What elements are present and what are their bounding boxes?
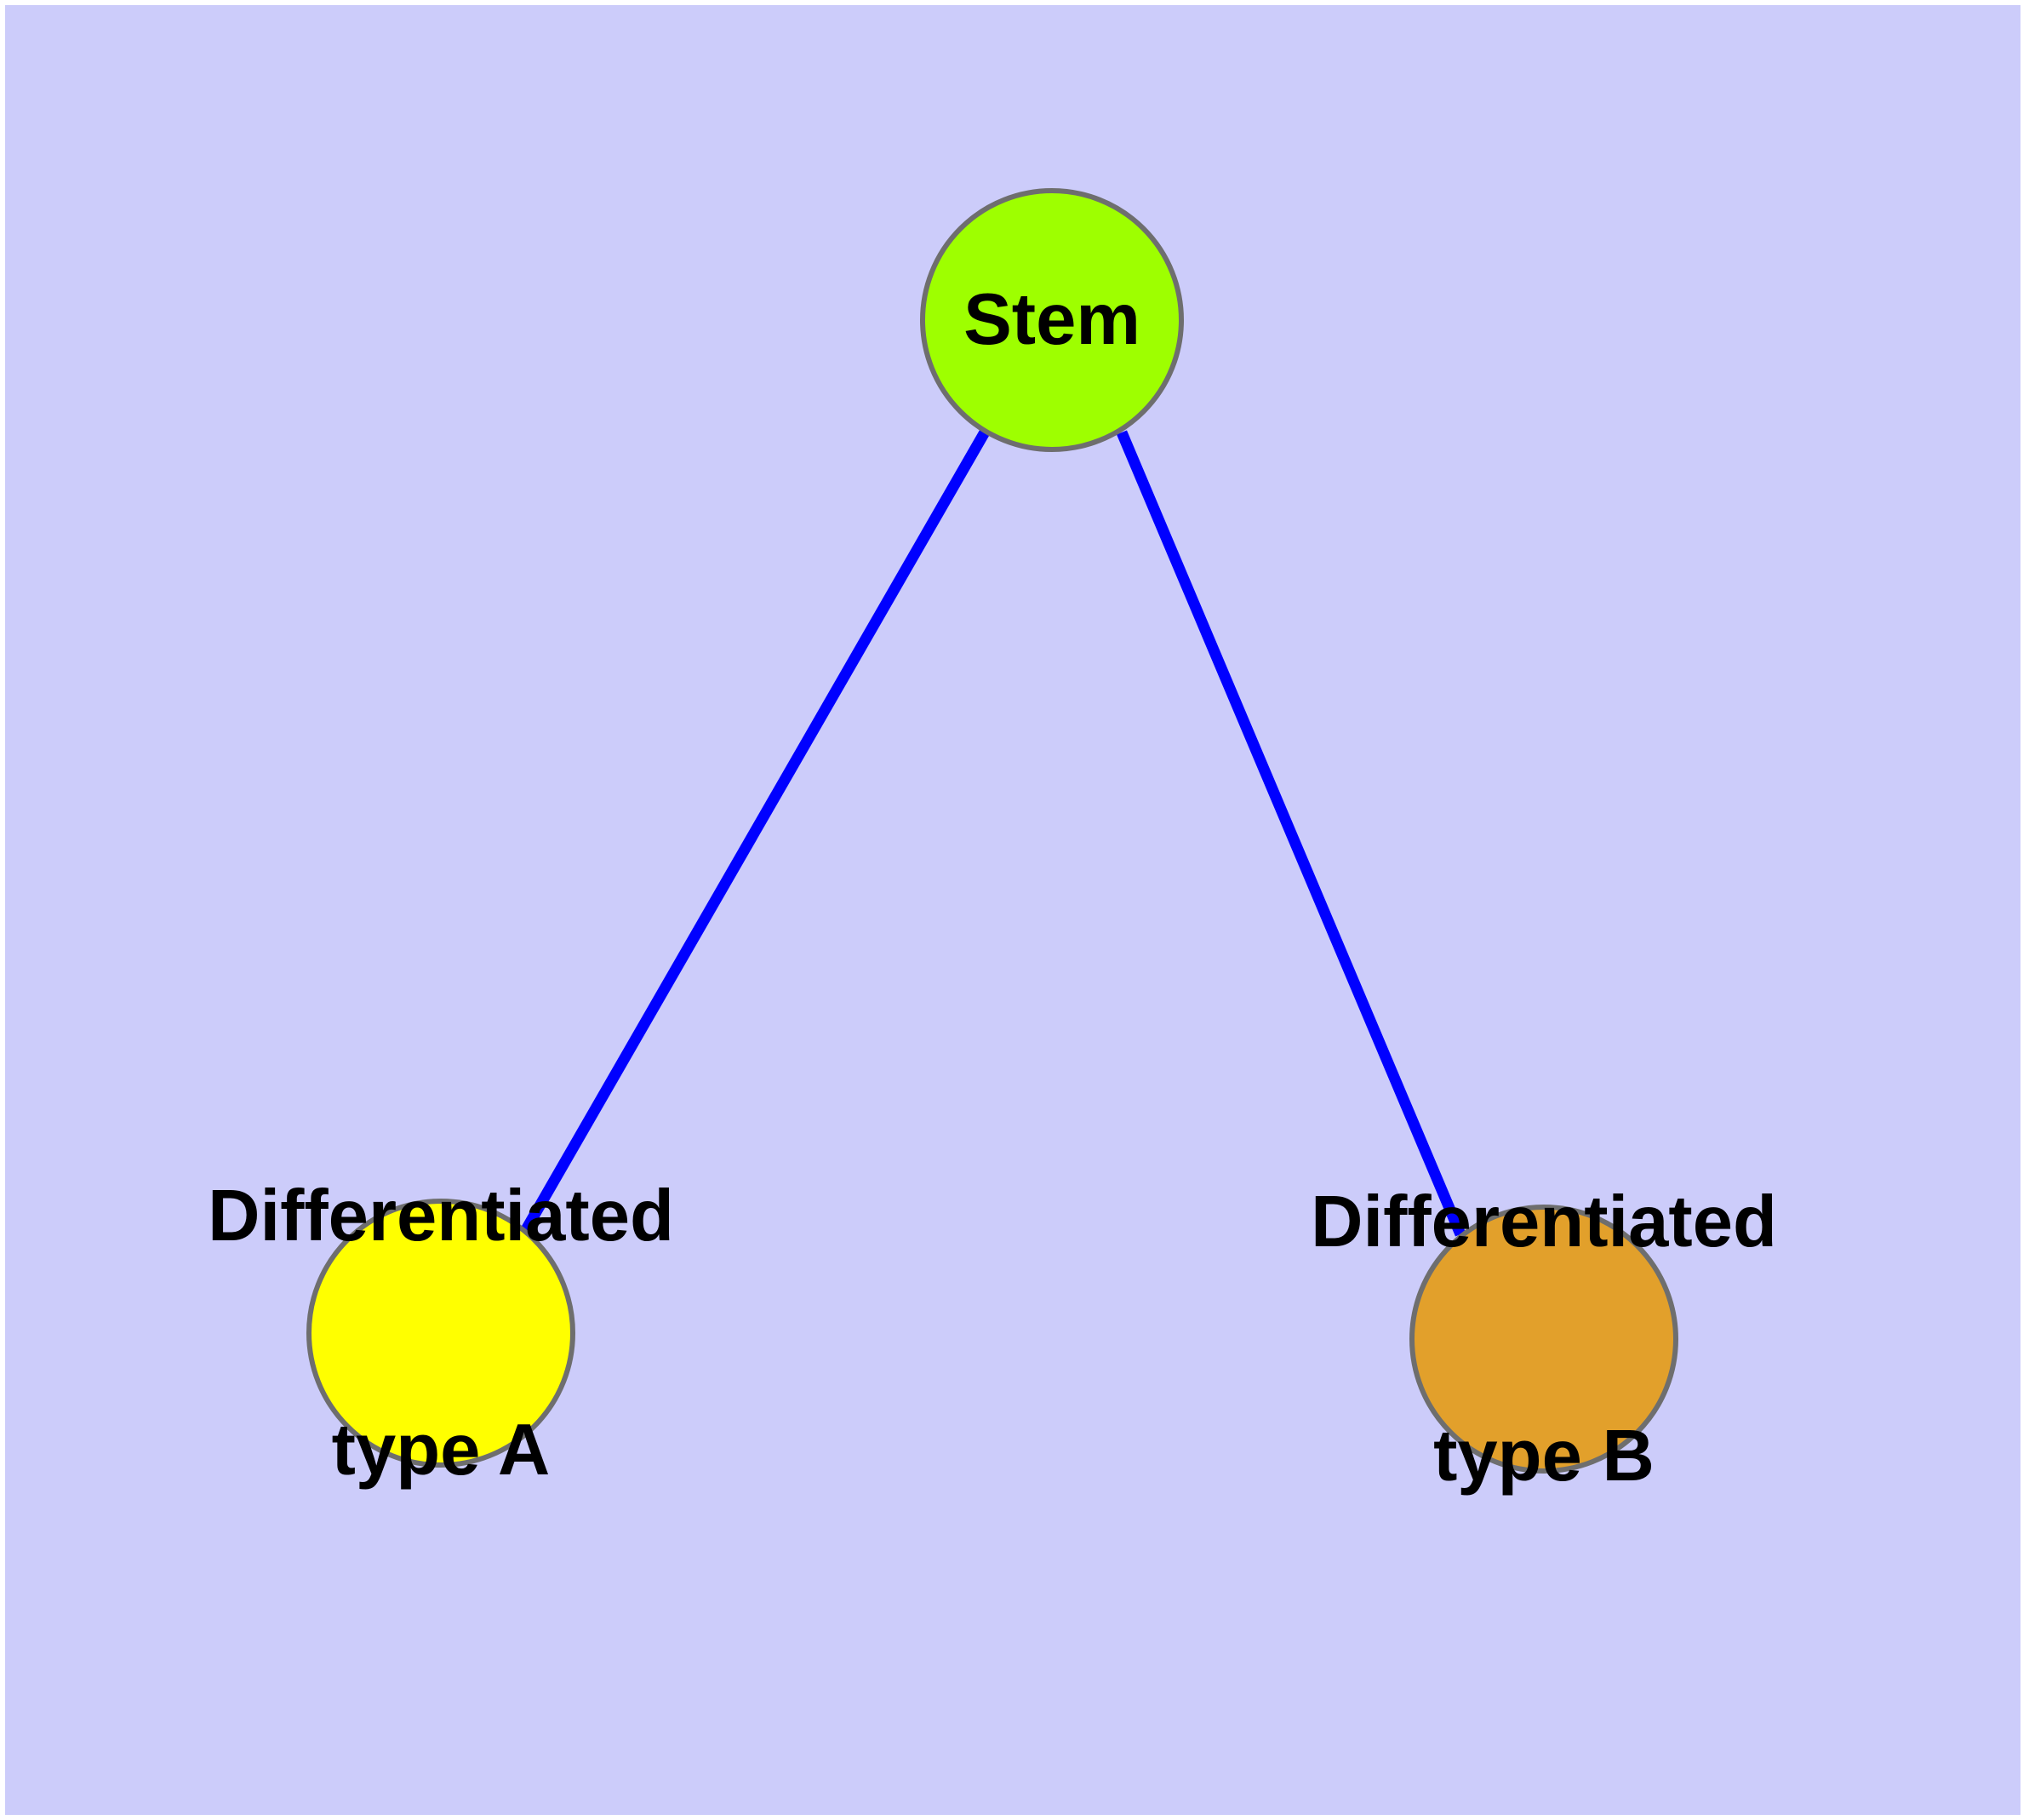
edge-stem-to-differentiated-b[interactable] — [1117, 430, 1466, 1237]
node-stem[interactable] — [920, 188, 1184, 452]
node-differentiated-type-a[interactable] — [306, 1199, 575, 1468]
node-differentiated-type-b[interactable] — [1409, 1205, 1678, 1474]
edge-stem-to-differentiated-a[interactable] — [519, 427, 991, 1236]
